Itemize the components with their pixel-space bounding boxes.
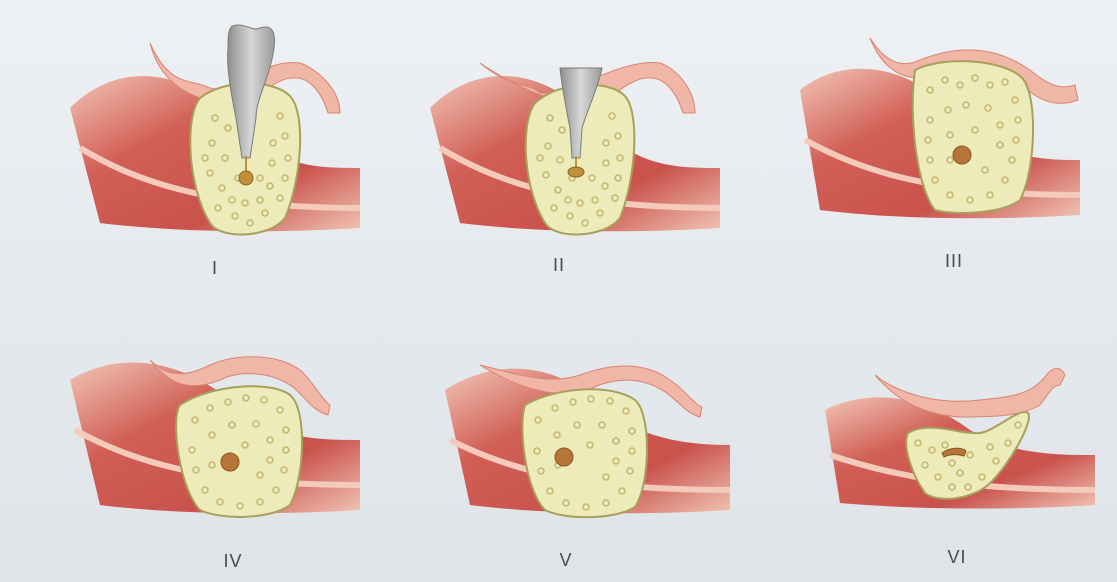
stage-label-6: VI [947,547,966,568]
stage-label-1: I [212,258,218,279]
stage-4-illustration [60,340,380,540]
stage-6-illustration [820,355,1110,525]
stage-label-2: II [553,255,565,276]
stage-label-5: V [559,550,572,571]
stage-label-4: IV [223,551,242,572]
stage-1-illustration [60,18,380,248]
stage-2-illustration [420,18,740,248]
stage-3-illustration [790,30,1090,230]
stage-label-3: III [945,251,963,272]
stage-5-illustration [440,345,740,545]
